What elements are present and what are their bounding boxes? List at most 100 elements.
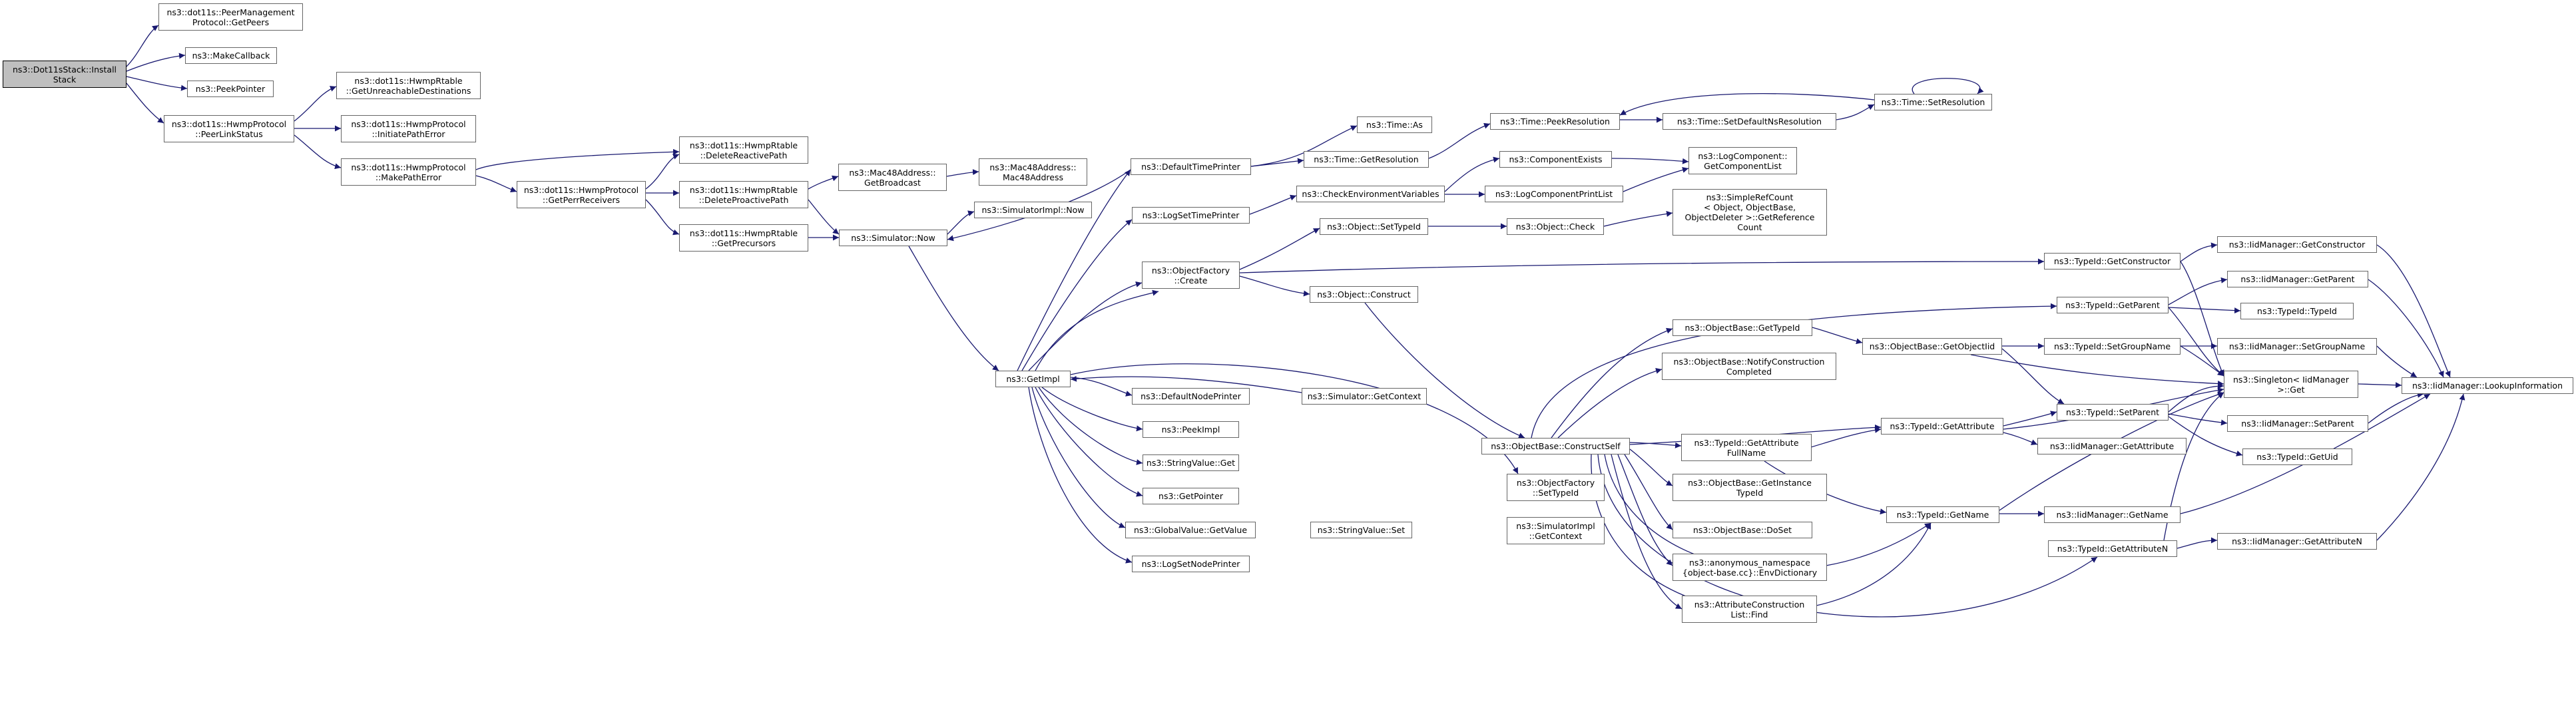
node-time-peekresolution[interactable]: ns3::Time::PeekResolution <box>1490 113 1620 130</box>
call-edge <box>2003 411 2057 427</box>
call-edge <box>126 25 159 67</box>
call-edge <box>1041 387 1143 432</box>
call-edge <box>1810 427 1882 448</box>
node-simulator-now[interactable]: ns3::Simulator::Now <box>839 230 947 246</box>
node-checkenvironmentvariables[interactable]: ns3::CheckEnvironmentVariables <box>1296 186 1445 202</box>
node-iidmanager-setparent[interactable]: ns3::IidManager::SetParent <box>2227 415 2368 432</box>
node-makecallback[interactable]: ns3::MakeCallback <box>185 47 277 64</box>
node-iidmanager-getparent[interactable]: ns3::IidManager::GetParent <box>2227 271 2368 287</box>
node-mac48address-getbroadcast[interactable]: ns3::Mac48Address:: GetBroadcast <box>838 164 947 191</box>
call-edge <box>1603 210 1673 227</box>
call-edge <box>1629 448 1673 486</box>
node-object-check[interactable]: ns3::Object::Check <box>1507 218 1604 235</box>
node-simulator-getcontext[interactable]: ns3::Simulator::GetContext <box>1302 388 1427 405</box>
node-iidmanager-getattribute[interactable]: ns3::IidManager::GetAttribute <box>2037 438 2187 454</box>
node-defaulttimeprinter[interactable]: ns3::DefaultTimePrinter <box>1131 158 1251 175</box>
node-iidmanager-getattributen[interactable]: ns3::IidManager::GetAttributeN <box>2217 533 2377 550</box>
call-edge <box>1364 302 1525 439</box>
call-edge <box>1611 454 1682 610</box>
node-objectbase-gettypeid[interactable]: ns3::ObjectBase::GetTypeId <box>1673 319 1812 336</box>
node-mac48address-mac48address[interactable]: ns3::Mac48Address:: Mac48Address <box>979 158 1087 186</box>
node-peekimpl[interactable]: ns3::PeekImpl <box>1143 421 1239 438</box>
call-edge <box>645 199 680 236</box>
node-attributeconstructionlist-find[interactable]: ns3::AttributeConstruction List::Find <box>1682 596 1817 623</box>
node-iidmanager-lookupinformation[interactable]: ns3::IidManager::LookupInformation <box>2402 377 2573 394</box>
call-edge <box>2177 537 2218 549</box>
node-typeid-getconstructor[interactable]: ns3::TypeId::GetConstructor <box>2044 253 2181 269</box>
call-edge <box>1070 375 1302 393</box>
node-simulatorimpl-getcontext[interactable]: ns3::SimulatorImpl ::GetContext <box>1507 517 1605 544</box>
node-objectfactory-create[interactable]: ns3::ObjectFactory ::Create <box>1142 262 1240 289</box>
call-edge <box>1551 327 1673 439</box>
node-anonymous-namespace-envdictionary[interactable]: ns3::anonymous_namespace {object-base.cc… <box>1673 554 1827 581</box>
node-defaultnodeprinter[interactable]: ns3::DefaultNodePrinter <box>1132 388 1250 405</box>
node-getimpl[interactable]: ns3::GetImpl <box>995 371 1071 387</box>
call-edge <box>1070 377 1133 397</box>
node-time-as[interactable]: ns3::Time::As <box>1357 116 1432 133</box>
call-edge <box>294 86 337 122</box>
node-iidmanager-setgroupname[interactable]: ns3::IidManager::SetGroupName <box>2217 338 2377 355</box>
node-simulatorimpl-now[interactable]: ns3::SimulatorImpl::Now <box>974 202 1092 218</box>
node-typeid-setparent[interactable]: ns3::TypeId::SetParent <box>2057 404 2169 421</box>
node-object-construct[interactable]: ns3::Object::Construct <box>1310 286 1418 303</box>
node-logsetnodeprinter[interactable]: ns3::LogSetNodePrinter <box>1132 556 1250 572</box>
node-globalvalue-getvalue[interactable]: ns3::GlobalValue::GetValue <box>1125 522 1256 538</box>
call-edge <box>808 175 839 190</box>
node-simplerefcount-getreferencecount[interactable]: ns3::SimpleRefCount < Object, ObjectBase… <box>1673 189 1827 236</box>
node-typeid-getuid[interactable]: ns3::TypeId::GetUid <box>2242 448 2352 465</box>
node-hwmprtable-getunreachabledestinations[interactable]: ns3::dot11s::HwmpRtable ::GetUnreachable… <box>336 72 481 99</box>
call-edge <box>947 210 975 235</box>
call-edge <box>1028 281 1143 371</box>
node-stringvalue-get[interactable]: ns3::StringValue::Get <box>1143 454 1239 471</box>
call-edge <box>1038 387 1143 465</box>
node-hwmpprotocol-peerlinkstatus[interactable]: ns3::dot11s::HwmpProtocol ::PeerLinkStat… <box>164 115 294 142</box>
edges-group <box>126 25 2465 618</box>
node-objectbase-notifyconstructioncompleted[interactable]: ns3::ObjectBase::NotifyConstruction Comp… <box>1662 353 1836 380</box>
node-typeid-getattributen[interactable]: ns3::TypeId::GetAttributeN <box>2048 540 2177 557</box>
call-edge <box>1017 169 1131 371</box>
call-edge <box>2180 261 2224 377</box>
node-peermanagementprotocol-getpeers[interactable]: ns3::dot11s::PeerManagement Protocol::Ge… <box>158 3 303 31</box>
node-objectbase-constructself[interactable]: ns3::ObjectBase::ConstructSelf <box>1481 438 1630 454</box>
call-edge <box>1617 454 1673 566</box>
node-logcomponentprintlist[interactable]: ns3::LogComponentPrintList <box>1485 186 1623 202</box>
node-object-settypeid[interactable]: ns3::Object::SetTypeId <box>1320 218 1428 235</box>
node-objectbase-getobjectiid[interactable]: ns3::ObjectBase::GetObjectIid <box>1862 338 2002 355</box>
node-hwmprtable-getprecursors[interactable]: ns3::dot11s::HwmpRtable ::GetPrecursors <box>679 224 808 252</box>
node-hwmprtable-deleteproactivepath[interactable]: ns3::dot11s::HwmpRtable ::DeleteProactiv… <box>679 181 808 208</box>
node-typeid-getattributefullname[interactable]: ns3::TypeId::GetAttribute FullName <box>1681 434 1812 461</box>
node-peekpointer[interactable]: ns3::PeekPointer <box>187 81 274 97</box>
call-edge <box>1444 156 1500 192</box>
node-logsettimeprinter[interactable]: ns3::LogSetTimePrinter <box>1132 207 1250 224</box>
call-edge <box>1428 122 1491 159</box>
node-iidmanager-getname[interactable]: ns3::IidManager::GetName <box>2044 506 2181 523</box>
call-edge <box>2001 348 2065 405</box>
node-time-getresolution[interactable]: ns3::Time::GetResolution <box>1304 151 1429 168</box>
node-time-setdefaultnsresolution[interactable]: ns3::Time::SetDefaultNsResolution <box>1663 113 1836 130</box>
call-edge <box>1611 158 1689 164</box>
node-objectfactory-settypeid[interactable]: ns3::ObjectFactory ::SetTypeId <box>1507 474 1605 501</box>
node-typeid-setgroupname[interactable]: ns3::TypeId::SetGroupName <box>2044 338 2181 355</box>
node-objectbase-doset[interactable]: ns3::ObjectBase::DoSet <box>1673 522 1812 538</box>
node-getpointer[interactable]: ns3::GetPointer <box>1143 488 1239 504</box>
node-typeid-getattribute[interactable]: ns3::TypeId::GetAttribute <box>1881 418 2003 435</box>
node-logcomponent-getcomponentlist[interactable]: ns3::LogComponent:: GetComponentList <box>1688 147 1797 174</box>
call-edge <box>1028 387 1133 564</box>
node-componentexists[interactable]: ns3::ComponentExists <box>1499 151 1612 168</box>
node-typeid-typeid[interactable]: ns3::TypeId::TypeId <box>2240 303 2354 319</box>
call-edge <box>2168 413 2228 426</box>
call-edge <box>1239 228 1320 270</box>
node-stringvalue-set[interactable]: ns3::StringValue::Set <box>1310 522 1412 538</box>
node-singleton-iidmanager-get[interactable]: ns3::Singleton< IidManager >::Get <box>2224 371 2358 398</box>
node-hwmpprotocol-getperrreceivers[interactable]: ns3::dot11s::HwmpProtocol ::GetPerrRecei… <box>517 181 646 208</box>
node-hwmpprotocol-makepatherror[interactable]: ns3::dot11s::HwmpProtocol ::MakePathErro… <box>341 158 476 186</box>
call-edge <box>1557 367 1663 439</box>
node-hwmprtable-deletereactivepath[interactable]: ns3::dot11s::HwmpRtable ::DeleteReactive… <box>679 136 808 164</box>
node-typeid-getname[interactable]: ns3::TypeId::GetName <box>1886 506 1999 523</box>
call-edge <box>2368 279 2444 378</box>
node-objectbase-getinstancetypeid[interactable]: ns3::ObjectBase::GetInstance TypeId <box>1673 474 1827 501</box>
node-iidmanager-getconstructor[interactable]: ns3::IidManager::GetConstructor <box>2217 236 2377 253</box>
node-hwmpprotocol-initiatepatherror[interactable]: ns3::dot11s::HwmpProtocol ::InitiatePath… <box>341 115 476 142</box>
node-typeid-getparent[interactable]: ns3::TypeId::GetParent <box>2057 297 2169 313</box>
node-time-setresolution[interactable]: ns3::Time::SetResolution <box>1874 94 1992 110</box>
